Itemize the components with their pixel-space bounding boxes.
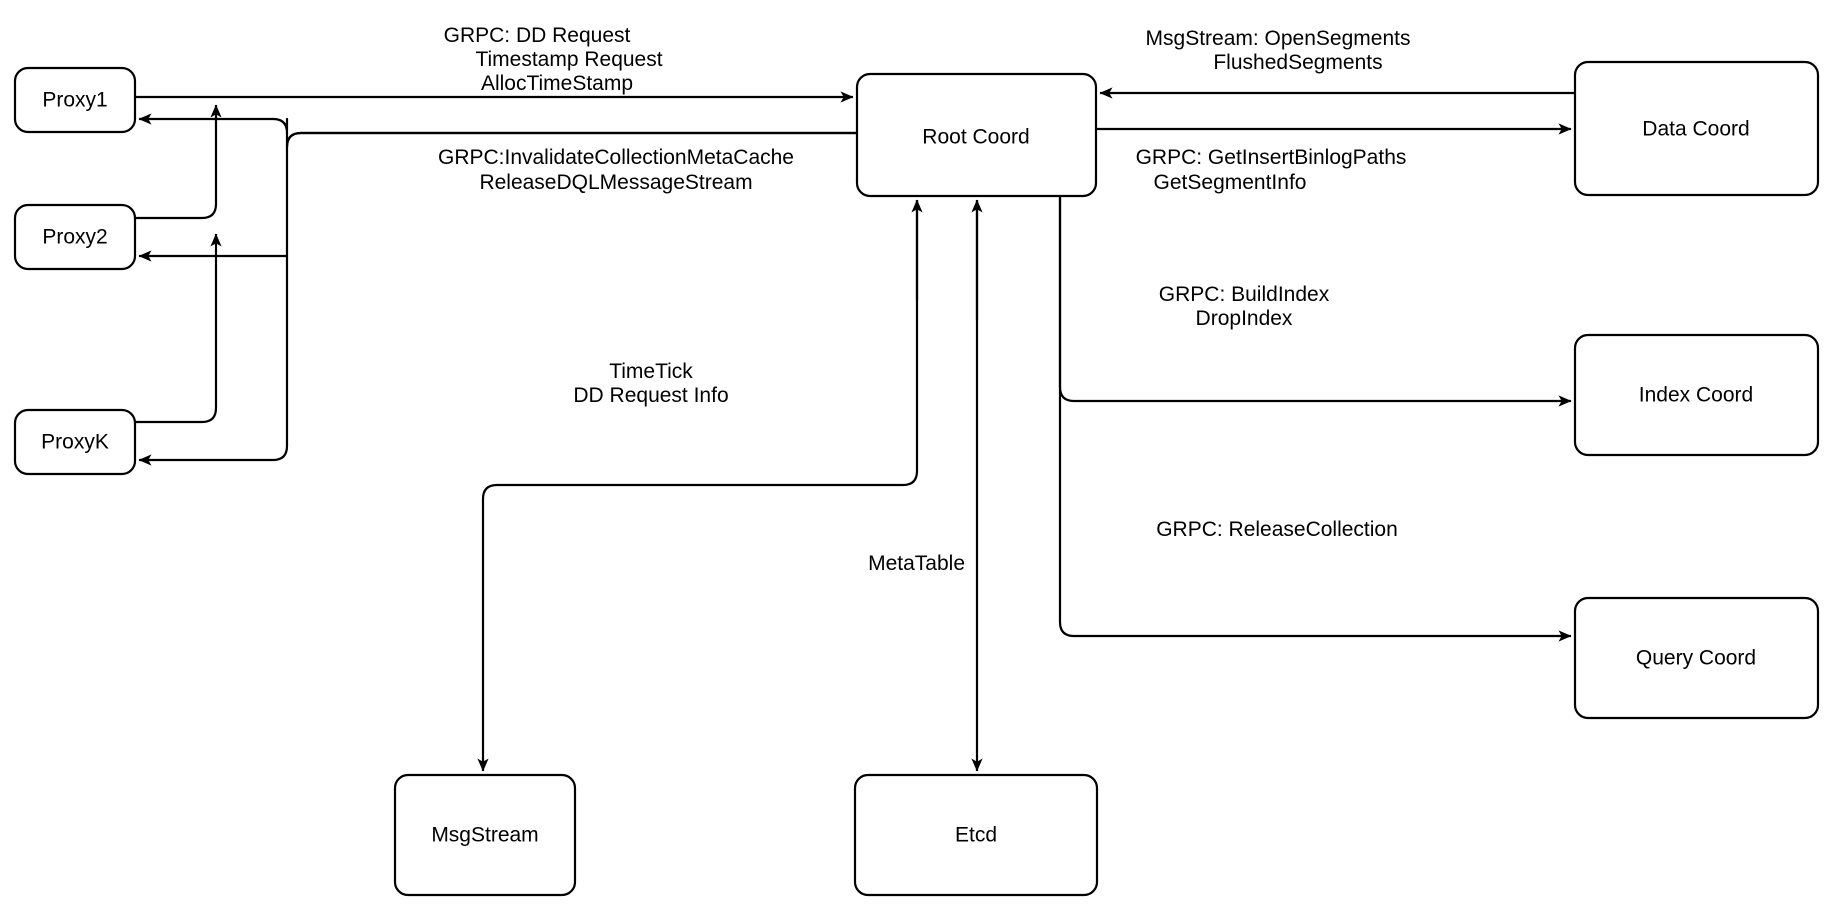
edge-rootcoord-to-querycoord [1058,196,1572,642]
node-msgstream-label: MsgStream [431,824,538,847]
node-query-coord-label: Query Coord [1636,647,1756,670]
edge-label-data-to-root-line1: MsgStream: OpenSegments [1146,27,1411,50]
node-etcd-box[interactable] [853,773,1099,897]
node-data-coord-box[interactable] [1573,60,1820,197]
node-query-coord[interactable]: Query Coord [1573,596,1820,720]
edge-label-root-to-query-line1: GRPC: ReleaseCollection [1156,518,1398,541]
edge-rootcoord-to-msgstream [477,200,919,772]
edge-label-root-to-index: GRPC: BuildIndex DropIndex [1159,283,1330,330]
node-query-coord-box[interactable] [1573,596,1820,720]
edge-label-proxy-to-root-line1: GRPC: DD Request [444,24,631,47]
edge-label-root-to-msgstream: TimeTick DD Request Info [573,360,728,407]
edge-label-proxy-to-root-line3: AllocTimeStamp [481,72,633,95]
edge-label-root-to-data-line1: GRPC: GetInsertBinlogPaths [1136,146,1407,169]
node-proxy1[interactable]: Proxy1 [13,66,137,134]
edge-rootcoord-return-trunk [138,131,857,466]
node-index-coord[interactable]: Index Coord [1573,333,1820,457]
node-proxy2-label: Proxy2 [42,226,107,249]
edge-label-proxy-to-root: GRPC: DD Request Timestamp Request Alloc… [444,24,663,95]
edge-label-root-to-etcd: MetaTable [868,552,965,575]
edge-label-root-to-data: GRPC: GetInsertBinlogPaths GetSegmentInf… [1136,146,1407,194]
edge-label-root-to-index-line1: GRPC: BuildIndex [1159,283,1330,306]
edge-label-proxy-to-root-line2: Timestamp Request [475,48,662,71]
edge-label-root-to-msgstream-line2: DD Request Info [573,384,728,407]
node-proxyk-box[interactable] [13,408,137,476]
node-proxyk[interactable]: ProxyK [13,408,137,476]
node-root-coord-label: Root Coord [922,126,1029,149]
node-data-coord[interactable]: Data Coord [1573,60,1820,197]
node-proxyk-label: ProxyK [41,431,109,454]
node-data-coord-label: Data Coord [1642,118,1749,141]
node-etcd[interactable]: Etcd [853,773,1099,897]
node-msgstream[interactable]: MsgStream [393,773,577,897]
edge-label-root-to-proxy-line2: ReleaseDQLMessageStream [479,171,752,194]
edge-label-root-to-data-line2: GetSegmentInfo [1154,171,1307,194]
node-proxy1-label: Proxy1 [42,89,107,112]
edge-label-root-to-index-line2: DropIndex [1196,307,1293,330]
node-msgstream-box[interactable] [393,773,577,897]
edge-label-data-to-root-line2: FlushedSegments [1213,51,1382,74]
node-root-coord[interactable]: Root Coord [855,72,1098,198]
edge-label-root-to-proxy: GRPC:InvalidateCollectionMetaCache Relea… [438,146,794,194]
edge-label-root-to-query: GRPC: ReleaseCollection [1156,518,1398,541]
edge-label-root-to-proxy-line1: GRPC:InvalidateCollectionMetaCache [438,146,794,169]
node-index-coord-box[interactable] [1573,333,1820,457]
node-index-coord-label: Index Coord [1639,384,1753,407]
node-etcd-label: Etcd [955,824,997,847]
edge-label-root-to-etcd-line1: MetaTable [868,552,965,575]
node-proxy2-box[interactable] [13,203,137,271]
edge-proxyk-to-riser [135,233,222,424]
edge-proxy2-to-riser [135,104,222,220]
node-proxy1-box[interactable] [13,66,137,134]
edge-label-data-to-root: MsgStream: OpenSegments FlushedSegments [1146,27,1411,74]
node-root-coord-box[interactable] [855,72,1098,198]
edge-label-root-to-msgstream-line1: TimeTick [609,360,693,383]
node-proxy2[interactable]: Proxy2 [13,203,137,271]
